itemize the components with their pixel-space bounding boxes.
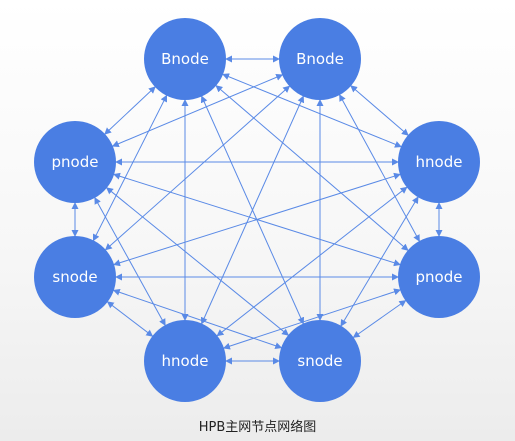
edge-hnode-right-hnode-bottom (216, 186, 408, 337)
node-label: pnode (416, 268, 463, 286)
node-hnode-bottom: hnode (144, 320, 226, 402)
node-circle (144, 320, 226, 402)
node-hnode-right: hnode (398, 121, 480, 203)
node-label: snode (52, 268, 97, 286)
node-pnode-right: pnode (398, 236, 480, 318)
edge-bnode-left-pnode-left (103, 85, 157, 136)
edges-layer (71, 55, 443, 365)
node-circle (34, 121, 116, 203)
edge-pnode-right-snode-bottom (352, 299, 407, 339)
node-circle (398, 121, 480, 203)
node-snode-left: snode (34, 236, 116, 318)
node-label: hnode (416, 153, 463, 171)
diagram-caption: HPB主网节点网络图 (198, 420, 317, 435)
node-label: Bnode (296, 50, 344, 68)
node-circle (279, 18, 361, 100)
node-bnode-left: Bnode (144, 18, 226, 100)
edge-pnode-left-snode-bottom (105, 186, 290, 337)
node-pnode-left: pnode (34, 121, 116, 203)
node-label: pnode (52, 153, 99, 171)
edge-pnode-right-hnode-bottom (222, 288, 402, 350)
node-label: hnode (162, 352, 209, 370)
node-bnode-right: Bnode (279, 18, 361, 100)
nodes-layer: Bnode Bnode pnode hnode snode pnode hnode snode (34, 18, 480, 402)
edge-bnode-right-hnode-right (349, 84, 410, 137)
node-label: Bnode (161, 50, 209, 68)
node-label: snode (297, 352, 342, 370)
node-circle (34, 236, 116, 318)
edge-snode-left-hnode-bottom (106, 300, 154, 338)
node-circle (144, 18, 226, 100)
node-circle (279, 320, 361, 402)
node-circle (398, 236, 480, 318)
node-snode-bottom: snode (279, 320, 361, 402)
